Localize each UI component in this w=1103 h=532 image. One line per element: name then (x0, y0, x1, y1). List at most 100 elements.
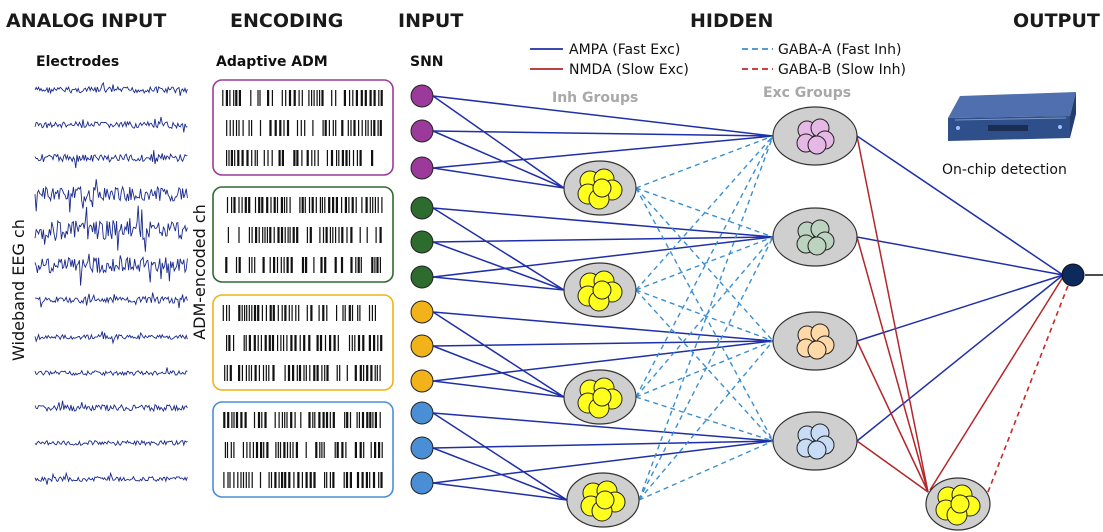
spike (357, 257, 360, 273)
spike (293, 150, 296, 166)
spike (290, 257, 293, 273)
spike (281, 150, 284, 166)
spike (238, 227, 240, 243)
ampa-synapse (432, 95, 565, 189)
spike (343, 472, 345, 488)
eeg-trace (34, 253, 188, 286)
spike (246, 442, 248, 458)
spike (306, 227, 308, 243)
spike (347, 120, 349, 136)
spike (345, 472, 349, 488)
spike (375, 227, 377, 243)
spike (254, 150, 256, 166)
ampa-synapse (432, 440, 774, 484)
spike (251, 257, 253, 273)
spike (269, 120, 272, 136)
spike (313, 90, 315, 106)
spike (359, 227, 361, 243)
input-neuron (410, 230, 434, 254)
spike (373, 335, 376, 351)
spike (266, 197, 269, 213)
input-neuron (410, 119, 434, 143)
spike (299, 335, 301, 351)
neuron-cell (595, 490, 615, 510)
spike (278, 472, 280, 488)
gaba-a-synapse (638, 135, 774, 501)
spike (286, 412, 288, 428)
nmda-synapse (856, 440, 929, 493)
spike (270, 472, 273, 488)
gaba-a-synapse (635, 236, 774, 398)
gaba-a-synapse (635, 187, 774, 442)
ampa-synapse (432, 207, 565, 291)
spike (261, 305, 263, 321)
spike (301, 257, 305, 273)
spike (254, 197, 257, 213)
spike (246, 305, 248, 321)
spike (351, 335, 353, 351)
spike (342, 305, 344, 321)
spike (232, 120, 234, 136)
nmda-synapse (856, 236, 929, 493)
spike (280, 257, 282, 273)
spike (336, 305, 338, 321)
spike (286, 120, 290, 136)
spike (253, 412, 256, 428)
spike (241, 150, 244, 166)
spike (316, 335, 319, 351)
spike (344, 305, 346, 321)
spike (269, 305, 272, 321)
spike (244, 412, 247, 428)
spike (290, 412, 293, 428)
spike (356, 472, 360, 488)
spike (283, 335, 285, 351)
gaba-b-synapse (987, 282, 1070, 493)
spike (363, 365, 365, 381)
spike (257, 90, 259, 106)
spike (324, 472, 326, 488)
spike (242, 442, 244, 458)
spike (246, 150, 249, 166)
spike (379, 227, 382, 243)
spike (308, 197, 311, 213)
spike (341, 197, 343, 213)
spike (319, 227, 321, 243)
spike (313, 472, 316, 488)
inhibitory-group (563, 160, 637, 216)
spike (256, 150, 258, 166)
eeg-traces (34, 81, 188, 485)
spike (332, 412, 335, 428)
spike (293, 90, 296, 106)
spike (332, 120, 334, 136)
input-neuron (410, 369, 434, 393)
spike (283, 442, 286, 458)
gaba-a-synapse (635, 135, 774, 189)
legend-ampa: AMPA (Fast Exc) (569, 42, 680, 58)
spike (332, 472, 335, 488)
spike (370, 365, 373, 381)
spike (285, 90, 287, 106)
spike (253, 335, 256, 351)
spike (322, 305, 325, 321)
spike (378, 90, 380, 106)
spike (305, 257, 308, 273)
spike (308, 335, 311, 351)
spike (372, 197, 374, 213)
spike (244, 197, 247, 213)
spike (379, 120, 382, 136)
spike (365, 472, 368, 488)
spike (369, 197, 371, 213)
spike (280, 227, 284, 243)
spike (304, 197, 306, 213)
spike (309, 365, 311, 381)
spike (335, 120, 337, 136)
neuron-cell (592, 178, 612, 198)
ampa-synapse (432, 276, 565, 291)
spike (231, 412, 233, 428)
spike (226, 120, 228, 136)
spike (379, 257, 381, 273)
spike (332, 227, 334, 243)
spike (264, 335, 267, 351)
ampa-synapse (856, 135, 1064, 276)
spike (349, 90, 351, 106)
